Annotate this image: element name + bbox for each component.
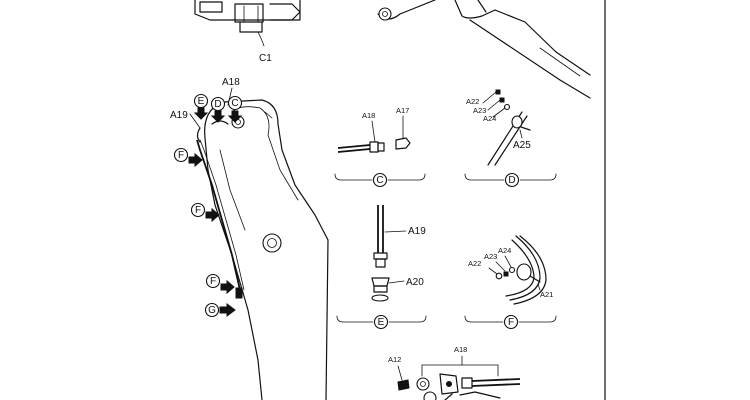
label-detail-c-a18: A18: [362, 111, 375, 120]
svg-text:C: C: [231, 98, 238, 109]
label-bottom-a12: A12: [388, 355, 401, 364]
label-detail-d-a24: A24: [483, 114, 496, 123]
detail-f-marker: F: [508, 317, 514, 328]
boom-arm: [204, 99, 329, 400]
label-bottom-a18: A18: [454, 345, 467, 354]
label-detail-d-a25: A25: [513, 140, 531, 151]
marker-d: D: [210, 96, 226, 123]
detail-view-e: E: [336, 205, 427, 330]
label-detail-f-a24: A24: [498, 246, 511, 255]
label-a19-main: A19: [170, 110, 188, 121]
bottom-hose-assembly: [397, 355, 521, 400]
label-detail-d-a23: A23: [473, 106, 486, 115]
svg-text:G: G: [208, 305, 216, 316]
label-detail-e-a19: A19: [408, 226, 426, 237]
label-detail-e-a20: A20: [406, 277, 424, 288]
svg-text:E: E: [198, 96, 205, 107]
leader-a19: [189, 113, 201, 129]
detail-view-f: F: [464, 235, 557, 330]
marker-f-1: F: [173, 147, 203, 168]
boom-pin: [262, 233, 282, 253]
marker-g: G: [204, 302, 236, 318]
marker-c: C: [227, 95, 243, 123]
marker-e: E: [193, 93, 209, 120]
label-detail-f-a23: A23: [484, 252, 497, 261]
label-a18-main: A18: [222, 77, 240, 88]
label-detail-d-a22: A22: [466, 97, 479, 106]
label-detail-c-a17: A17: [396, 106, 409, 115]
label-detail-f-a21: A21: [540, 290, 553, 299]
svg-text:F: F: [210, 276, 216, 287]
label-detail-f-a22: A22: [468, 259, 481, 268]
detail-d-marker: D: [508, 175, 515, 186]
marker-f-2: F: [190, 202, 220, 223]
svg-text:F: F: [178, 150, 184, 161]
top-valve-block: [194, 0, 301, 47]
detail-view-d: D: [464, 89, 557, 188]
detail-view-c: C: [334, 115, 426, 188]
svg-text:F: F: [195, 205, 201, 216]
detail-e-marker: E: [378, 317, 385, 328]
label-c1: C1: [259, 53, 272, 64]
svg-text:D: D: [214, 99, 221, 110]
detail-c-marker: C: [376, 175, 383, 186]
boom-top-section: [377, 0, 591, 99]
boom-hose: [196, 120, 245, 299]
marker-f-3: F: [205, 273, 235, 295]
